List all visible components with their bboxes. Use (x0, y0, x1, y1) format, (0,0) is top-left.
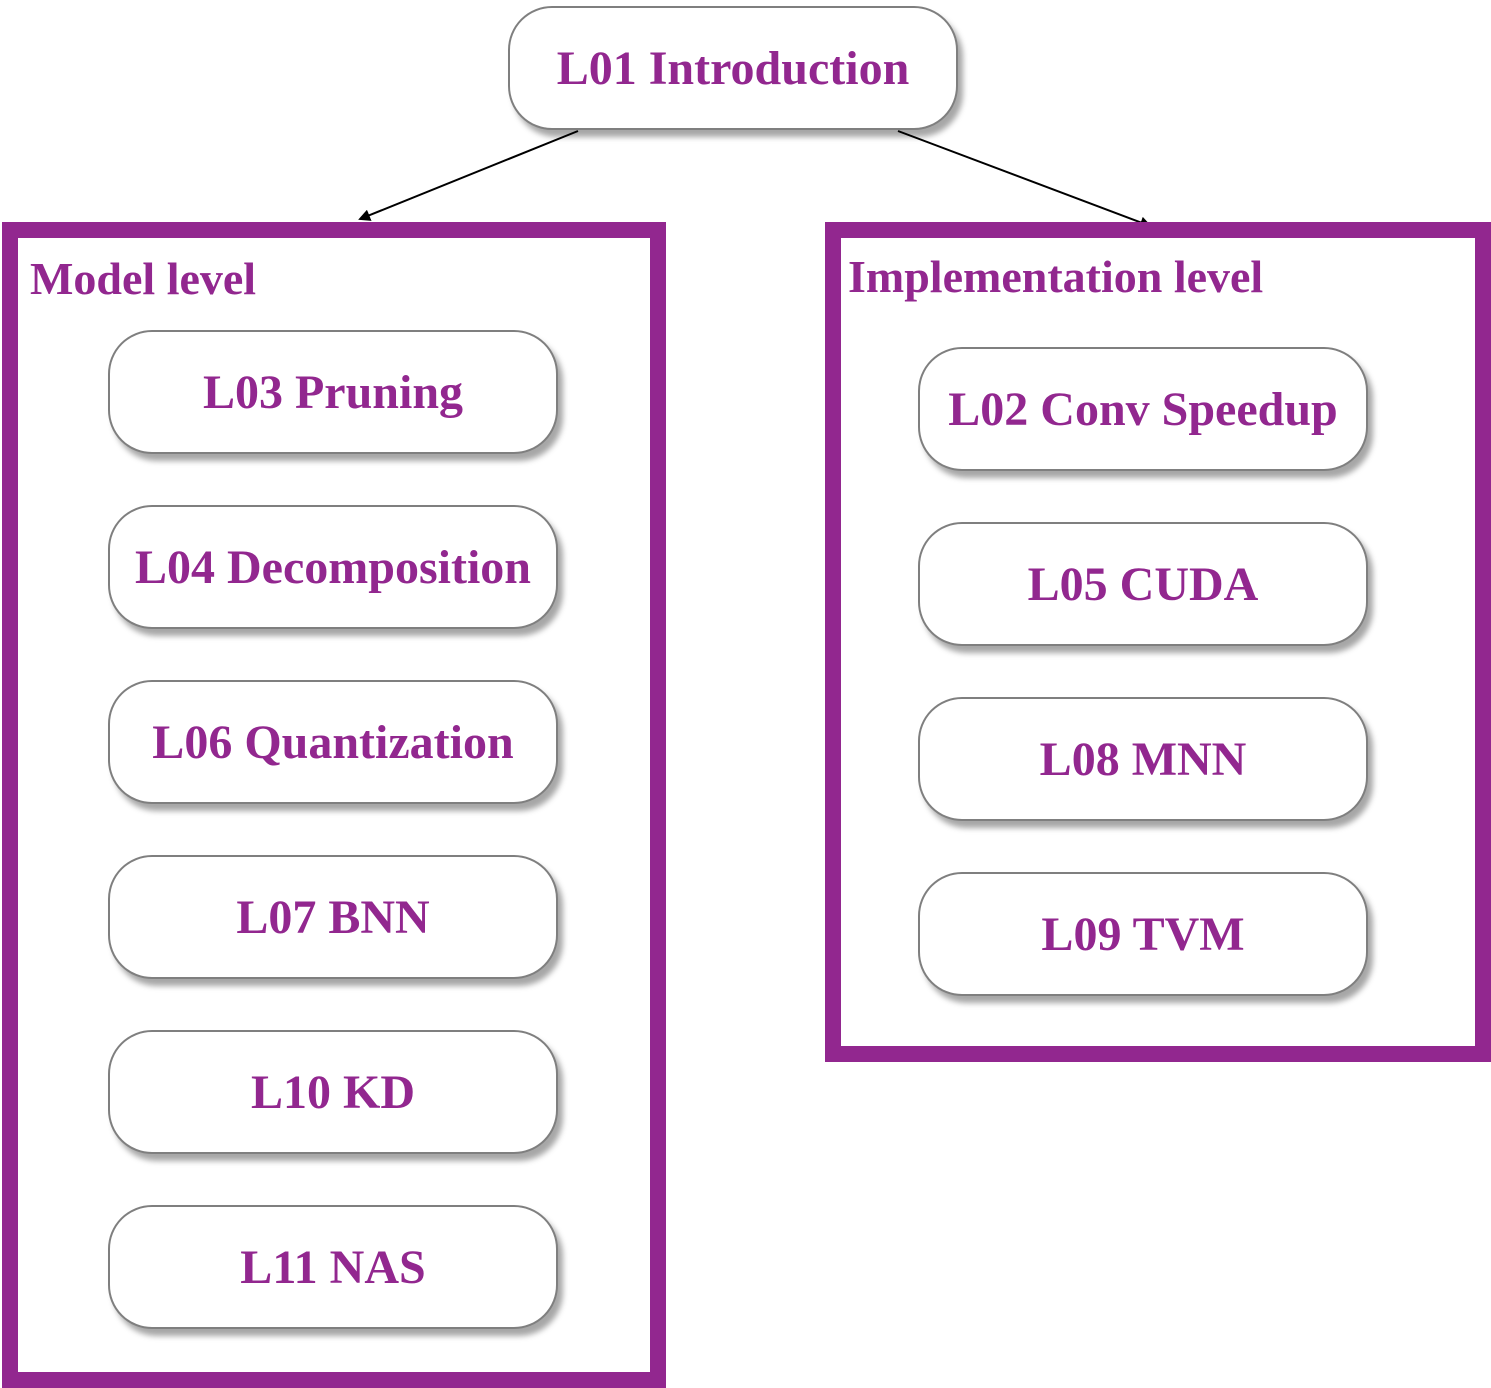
node-label: L03 Pruning (202, 365, 464, 419)
node-label: L11 NAS (240, 1240, 426, 1294)
root-node-label: L01 Introduction (556, 41, 910, 95)
model-level-group (2, 222, 666, 1388)
node-label: L02 Conv Speedup (948, 382, 1338, 436)
node-bnn: L07 BNN (108, 855, 558, 979)
node-label: L10 KD (250, 1065, 415, 1119)
node-cuda: L05 CUDA (918, 522, 1368, 646)
node-nas: L11 NAS (108, 1205, 558, 1329)
node-label: L05 CUDA (1027, 557, 1259, 611)
implementation-level-group (825, 222, 1491, 1062)
node-label: L08 MNN (1039, 732, 1247, 786)
node-label: L07 BNN (236, 890, 430, 944)
node-pruning: L03 Pruning (108, 330, 558, 454)
node-decomposition: L04 Decomposition (108, 505, 558, 629)
implementation-level-title: Implementation level (848, 251, 1264, 302)
model-level-title: Model level (30, 253, 257, 304)
node-kd: L10 KD (108, 1030, 558, 1154)
root-node: L01 Introduction (508, 6, 958, 130)
node-label: L09 TVM (1041, 907, 1245, 961)
arrow-to-model-level (358, 130, 579, 221)
arrow-to-implementation-level (897, 130, 1152, 229)
node-label: L04 Decomposition (135, 540, 531, 594)
node-quantization: L06 Quantization (108, 680, 558, 804)
node-conv-speedup: L02 Conv Speedup (918, 347, 1368, 471)
node-mnn: L08 MNN (918, 697, 1368, 821)
node-tvm: L09 TVM (918, 872, 1368, 996)
node-label: L06 Quantization (152, 715, 514, 769)
